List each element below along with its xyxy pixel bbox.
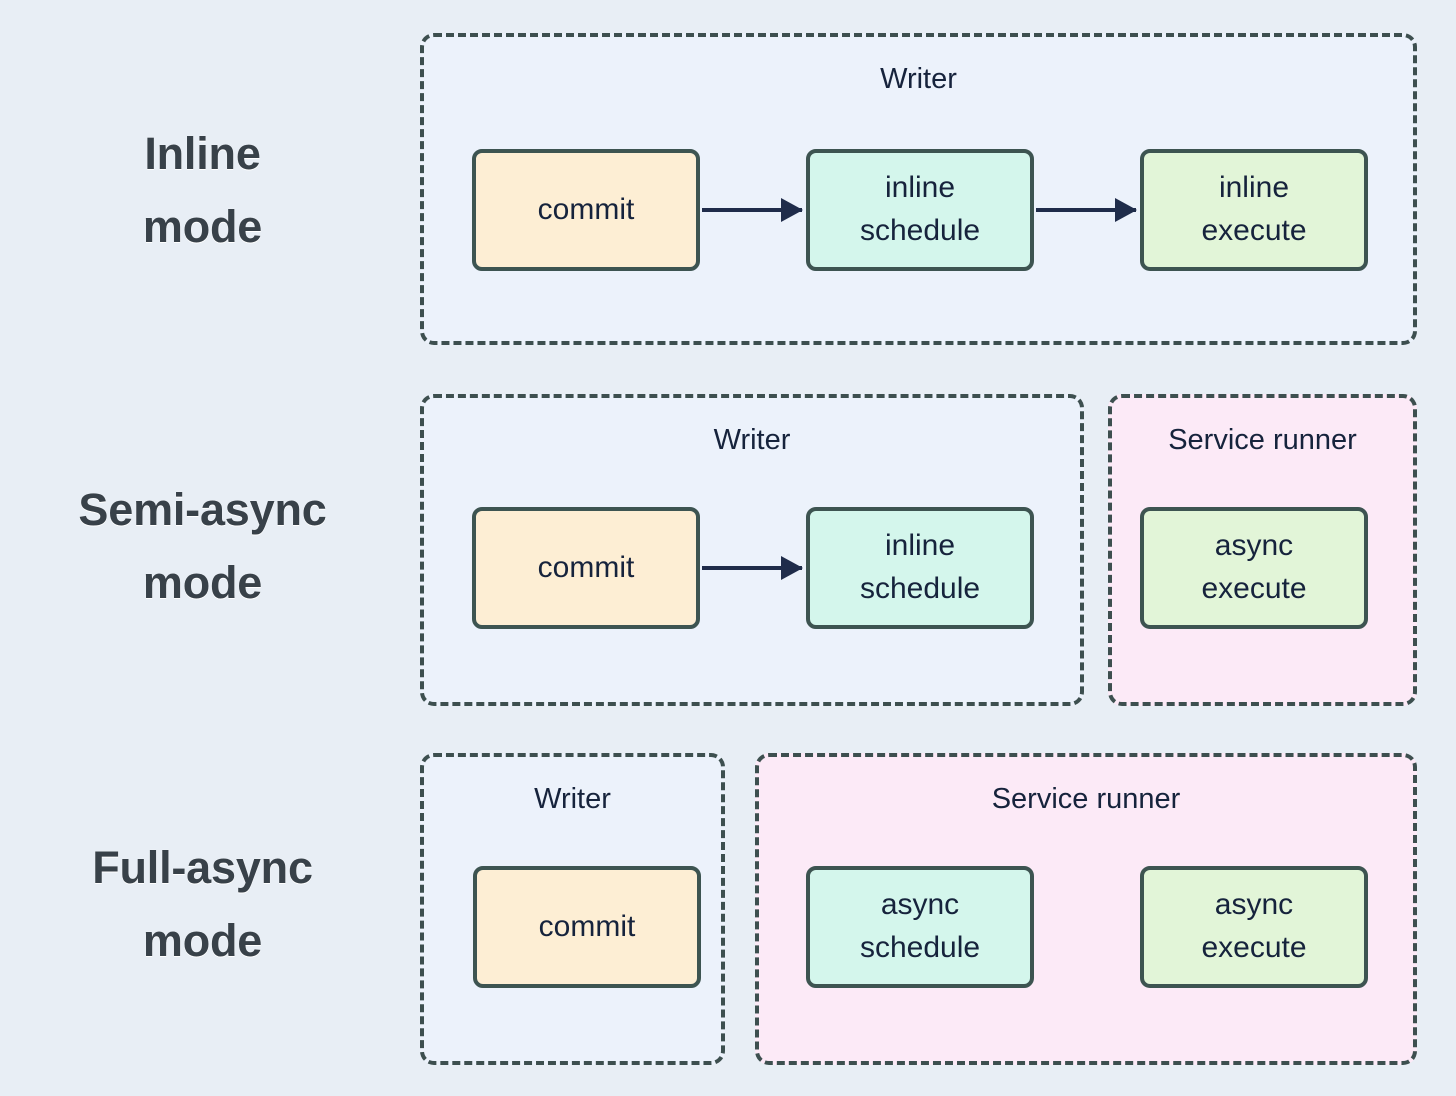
node-inline-schedule[interactable]: inline schedule — [806, 149, 1034, 271]
group-title-writer: Writer — [713, 424, 791, 456]
node-async-execute[interactable]: async execute — [1140, 866, 1368, 988]
group-title-service-runner: Service runner — [1168, 424, 1357, 456]
arrow-commit-to-inline-schedule — [702, 208, 802, 212]
node-inline-execute[interactable]: inline execute — [1140, 149, 1368, 271]
node-async-execute[interactable]: async execute — [1140, 507, 1368, 629]
arrow-inline-schedule-to-inline-execute — [1036, 208, 1136, 212]
row-label-semi-async-mode: Semi-async mode — [78, 484, 327, 608]
node-commit[interactable]: commit — [472, 507, 700, 629]
row-label-inline-mode: Inline mode — [142, 128, 263, 252]
group-title-writer: Writer — [880, 63, 957, 95]
node-async-schedule[interactable]: async schedule — [806, 866, 1034, 988]
row-label-full-async-mode: Full-async mode — [92, 842, 313, 966]
group-title-writer: Writer — [534, 783, 611, 815]
group-title-service-runner: Service runner — [991, 783, 1181, 815]
node-commit[interactable]: commit — [472, 149, 700, 271]
arrow-commit-to-inline-schedule — [702, 566, 802, 570]
node-inline-schedule[interactable]: inline schedule — [806, 507, 1034, 629]
node-commit[interactable]: commit — [473, 866, 701, 988]
